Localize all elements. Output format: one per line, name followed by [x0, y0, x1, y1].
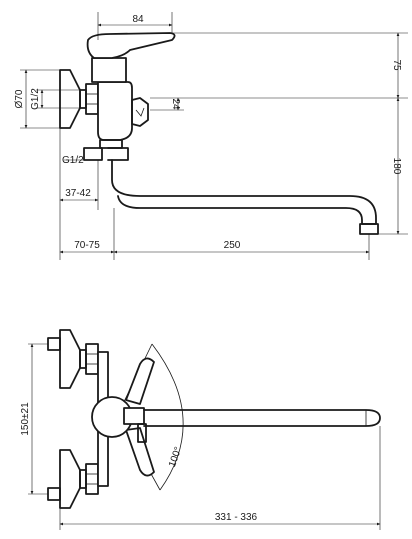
inlet-upper: [47, 337, 61, 351]
hex-nut-top-lower: [85, 463, 99, 495]
dim-thread-bottom: G1/2: [62, 155, 84, 166]
spout-joint-side: [99, 139, 123, 149]
wall-flange-top-lower: [59, 449, 81, 509]
wall-flange-side: [59, 69, 81, 129]
dim-spout-reach: 250: [224, 240, 241, 251]
lever-swing-arc: [151, 343, 184, 491]
dim-thread-top: G1/2: [30, 88, 41, 110]
hex-nut-top-upper: [85, 343, 99, 375]
wall-flange-top-upper: [59, 329, 81, 389]
dim-total-length: 331 - 336: [215, 512, 258, 523]
dim-nut-range: 37-42: [65, 188, 91, 199]
dim-lever-height: 75: [391, 59, 402, 71]
dim-diameter: Ø70: [14, 89, 25, 108]
dim-lever-width: 84: [132, 14, 144, 25]
aerator-side: [359, 223, 379, 235]
dim-valve-offset: 24: [170, 98, 181, 110]
side-view: 84 75 180 24 Ø70 G1/2 G1/2 37-42: [14, 12, 408, 260]
hex-nut-side: [85, 83, 99, 115]
spout-side: [111, 159, 377, 225]
mixer-body-side: [97, 81, 133, 141]
inlet-lower: [47, 487, 61, 501]
diverter-top: [137, 423, 147, 443]
lever-handle-side: [86, 32, 176, 59]
lever-position-lower: [125, 427, 155, 477]
cartridge-cap-side: [91, 57, 127, 83]
dim-spout-height: 180: [391, 158, 402, 175]
lever-position-upper: [125, 357, 155, 405]
cartridge-neck-top: [123, 407, 145, 425]
spout-top: [143, 409, 381, 427]
dim-centres: 150±21: [20, 402, 31, 436]
top-view: 150±21 100° 331 - 336: [20, 329, 381, 530]
dim-wall-range: 70-75: [74, 240, 100, 251]
dim-angle: 100°: [167, 446, 184, 469]
lower-nut-side: [83, 147, 103, 161]
diverter-knob-side: [131, 97, 149, 127]
